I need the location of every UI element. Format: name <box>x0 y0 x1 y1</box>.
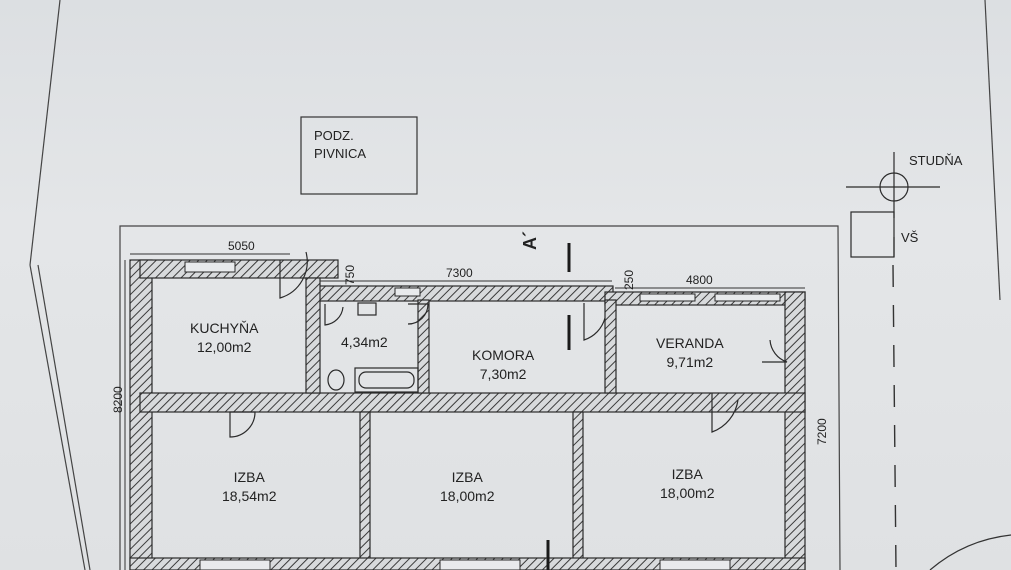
room-izba-1: IZBA 18,54m2 <box>222 468 276 506</box>
door-swings <box>229 251 788 438</box>
room-izba-3: IZBA 18,00m2 <box>660 465 714 503</box>
room-bathroom: 4,34m2 <box>341 333 388 352</box>
walls <box>129 259 806 570</box>
dim-8200: 8200 <box>111 386 125 413</box>
section-line <box>546 243 571 570</box>
room-kitchen-name: KUCHYŇA <box>190 320 259 336</box>
well-symbol <box>846 152 940 218</box>
dimension-lines <box>124 253 805 570</box>
room-bathroom-area: 4,34m2 <box>341 334 388 350</box>
dashed-line <box>892 264 897 570</box>
room-veranda-name: VERANDA <box>656 335 724 351</box>
room-kitchen: KUCHYŇA 12,00m2 <box>190 319 258 357</box>
room-pantry-name: KOMORA <box>472 347 535 363</box>
room-pantry: KOMORA 7,30m2 <box>472 346 534 384</box>
bathroom-fixtures <box>327 302 419 393</box>
room-kitchen-area: 12,00m2 <box>196 339 252 355</box>
dim-7300: 7300 <box>446 266 473 280</box>
room-izba-3-area: 18,00m2 <box>660 485 715 501</box>
boundary-arc <box>929 534 1011 570</box>
vs-label: VŠ <box>901 230 919 245</box>
room-izba-2-name: IZBA <box>451 469 483 485</box>
cellar-label: PODZ. PIVNICA <box>314 127 366 163</box>
dim-7200: 7200 <box>815 418 829 445</box>
cellar-box <box>300 116 418 195</box>
room-izba-1-name: IZBA <box>233 469 265 485</box>
windows <box>184 261 781 570</box>
room-izba-3-name: IZBA <box>671 466 703 482</box>
dim-4800: 4800 <box>686 273 713 287</box>
room-izba-1-area: 18,54m2 <box>222 488 277 504</box>
cellar-line1: PODZ. <box>314 128 354 143</box>
room-izba-2: IZBA 18,00m2 <box>440 468 494 506</box>
dim-5050: 5050 <box>228 239 255 253</box>
room-pantry-area: 7,30m2 <box>479 366 527 382</box>
section-mark-label: A´ <box>520 231 540 250</box>
vs-box <box>850 211 895 258</box>
dim-250: 250 <box>622 269 636 290</box>
room-veranda: VERANDA 9,71m2 <box>656 334 724 372</box>
well-label: STUDŇA <box>909 153 963 168</box>
room-veranda-area: 9,71m2 <box>666 354 714 370</box>
dim-750: 750 <box>343 264 357 285</box>
room-izba-2-area: 18,00m2 <box>440 488 495 504</box>
cellar-line2: PIVNICA <box>314 146 367 161</box>
site-boundary <box>29 0 1001 570</box>
